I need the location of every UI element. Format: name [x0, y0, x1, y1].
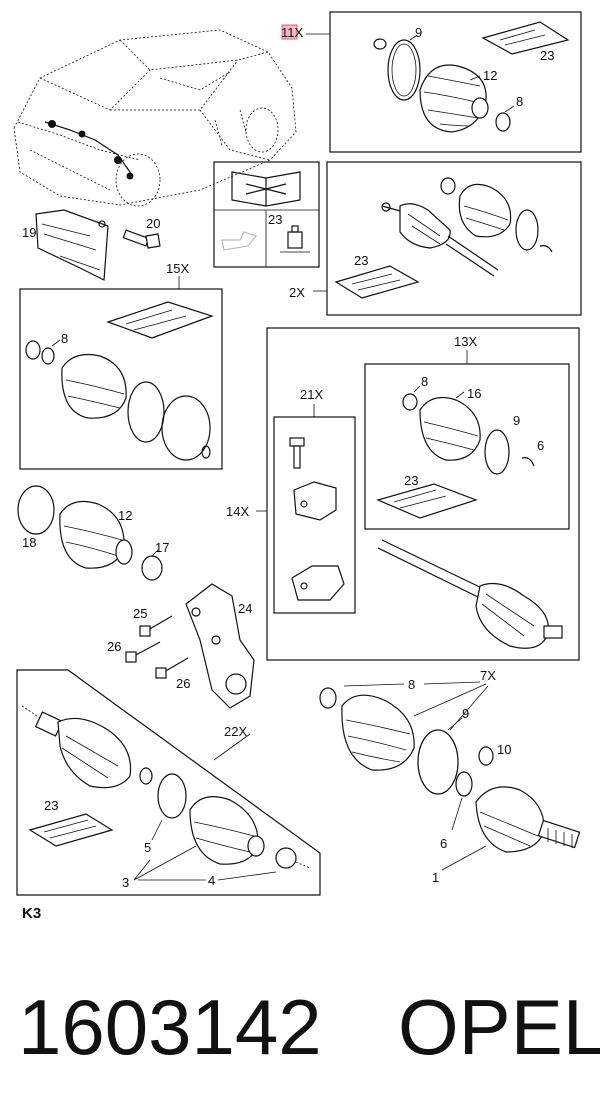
section-label-k3: K3 — [22, 905, 41, 922]
snap-ring — [539, 245, 553, 253]
clamp-8 — [402, 393, 418, 411]
box-kit-21x — [273, 416, 356, 614]
callout-1: 1 — [432, 870, 439, 885]
callout-15x: 15X — [166, 261, 189, 276]
tube-icon — [280, 225, 310, 253]
cv-boot — [189, 796, 265, 865]
callout-20: 20 — [146, 216, 160, 231]
boot-clamp — [157, 773, 187, 819]
box-kit-2x — [326, 161, 582, 316]
callout-11x: 11X — [281, 25, 303, 40]
clamp — [139, 767, 153, 785]
callout-8: 8 — [61, 331, 68, 346]
callout-23: 23 — [404, 473, 418, 488]
bolt-20 — [122, 229, 161, 249]
grease-packet-23 — [28, 813, 114, 847]
callout-26: 26 — [176, 676, 190, 691]
box-kit-22x — [16, 669, 321, 896]
boot-clamp-large — [161, 395, 211, 461]
callout-19: 19 — [22, 225, 36, 240]
cv-boot — [341, 694, 415, 771]
callout-8: 8 — [421, 374, 428, 389]
boot-clamp-9 — [417, 729, 459, 795]
callout-14x: 14X — [226, 504, 249, 519]
callout-23: 23 — [354, 253, 368, 268]
callout-12: 12 — [483, 68, 497, 83]
callout-22x: 22X — [224, 724, 247, 739]
box-kit-11x — [329, 11, 582, 153]
drive-shaft-outer-joint — [377, 539, 563, 649]
bearing-bracket-24 — [185, 583, 255, 709]
car-illustration — [13, 29, 297, 207]
snap-ring-6 — [521, 457, 535, 467]
cv-boot — [61, 353, 127, 419]
cv-boot-16 — [419, 391, 481, 461]
grease-packet-23 — [376, 483, 478, 519]
clamp-8 — [495, 105, 515, 132]
boot-clamp — [127, 381, 165, 443]
callout-18: 18 — [22, 535, 36, 550]
callout-5: 5 — [144, 840, 151, 855]
cv-boot-12 — [59, 501, 133, 569]
boot-clamp — [515, 209, 539, 251]
bracket-half-lower — [291, 565, 345, 601]
callout-9: 9 — [513, 413, 520, 428]
oil-can-icon — [221, 231, 258, 251]
callout-2x: 2X — [289, 285, 305, 300]
box-kit-14x — [266, 327, 580, 661]
callout-4: 4 — [208, 873, 215, 888]
callout-10: 10 — [497, 742, 511, 757]
callout-12: 12 — [118, 508, 132, 523]
boot-clamp-9 — [373, 35, 421, 101]
bolt-26-lower — [155, 657, 189, 679]
grease-packet — [106, 301, 214, 339]
part-number: 1603142 — [18, 983, 322, 1071]
clamp-10 — [478, 746, 494, 766]
brand-name: OPEL — [398, 983, 600, 1071]
boot-clamp-9 — [484, 429, 510, 475]
bolt — [289, 437, 305, 469]
clamp-8 — [25, 339, 61, 365]
callout-25: 25 — [133, 606, 147, 621]
callout-21x: 21X — [300, 387, 323, 402]
outer-cv-joint-1 — [475, 786, 581, 853]
grease-packet-23 — [334, 265, 420, 299]
callout-6: 6 — [537, 438, 544, 453]
callout-3: 3 — [122, 875, 129, 890]
cv-boot — [440, 177, 512, 238]
bracket-19 — [35, 209, 109, 281]
clamp — [275, 847, 297, 869]
callout-9: 9 — [415, 25, 422, 40]
callout-9: 9 — [462, 706, 469, 721]
box-info-manual — [213, 161, 320, 268]
callout-16: 16 — [467, 386, 481, 401]
inner-cv-joint — [21, 705, 132, 789]
snap-ring-6 — [455, 771, 473, 797]
shaft-with-joint — [381, 202, 499, 277]
callout-26: 26 — [107, 639, 121, 654]
callout-13x: 13X — [454, 334, 477, 349]
callout-8: 8 — [516, 94, 523, 109]
callout-23-manual: 23 — [268, 212, 282, 227]
callout-17: 17 — [155, 540, 169, 555]
snap-ring — [201, 445, 211, 459]
callout-8: 8 — [408, 677, 415, 692]
callout-23: 23 — [540, 48, 554, 63]
boot-clamp-18 — [17, 485, 55, 535]
bolt-25 — [139, 615, 173, 637]
callout-6: 6 — [440, 836, 447, 851]
box-kit-15x — [19, 288, 223, 470]
callout-24: 24 — [238, 601, 252, 616]
cv-boot-12 — [419, 64, 489, 133]
callout-7x: 7X — [480, 668, 496, 683]
callout-23: 23 — [44, 798, 58, 813]
bracket-half-upper — [293, 481, 337, 521]
manual-book-icon — [231, 171, 301, 207]
bolt-26-upper — [125, 641, 161, 663]
clamp-8 — [319, 687, 337, 709]
clamp-17 — [141, 555, 163, 581]
grease-packet-23 — [481, 21, 570, 55]
